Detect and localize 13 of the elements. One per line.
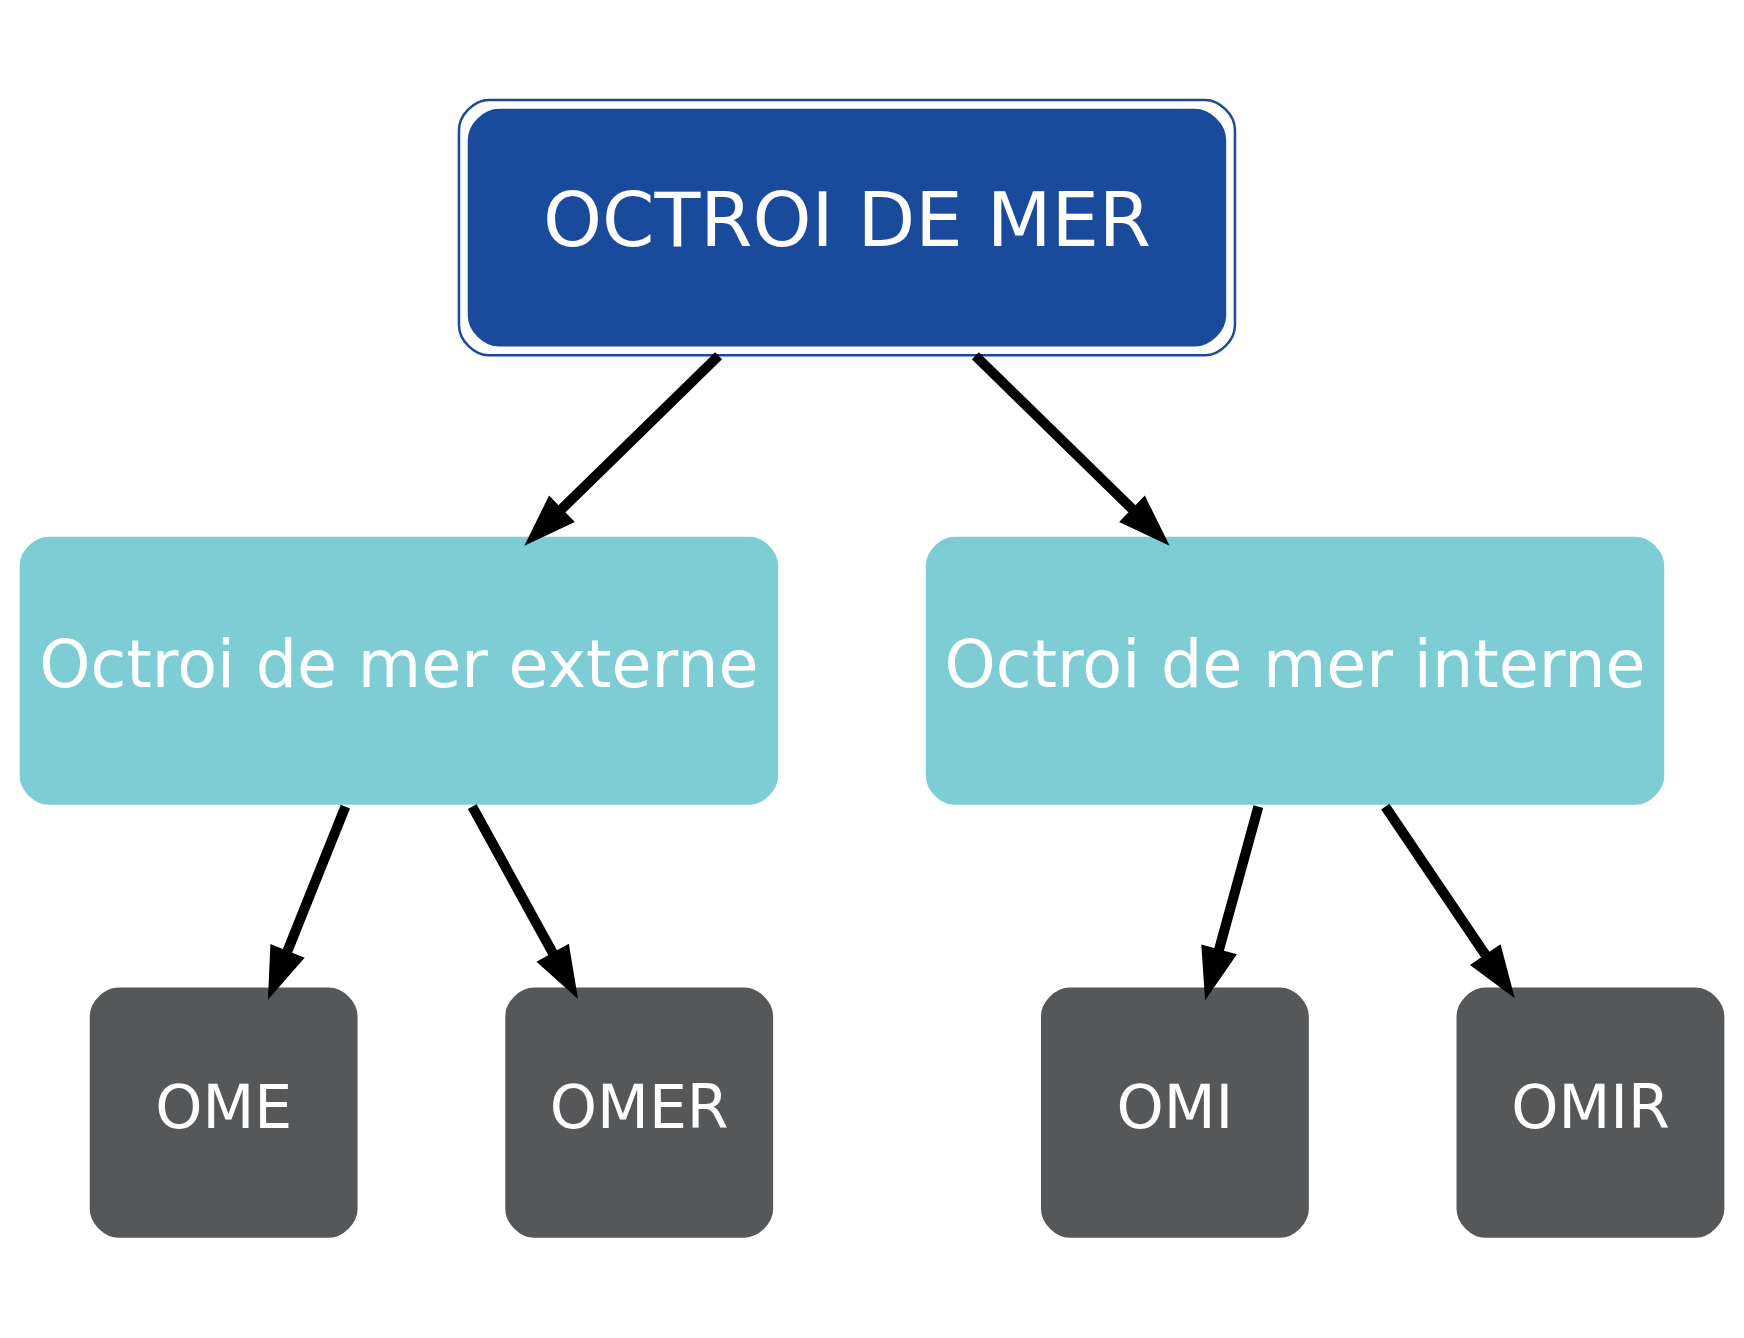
node-box: OCTROI DE MER — [457, 98, 1237, 357]
node-box: OMI — [1038, 984, 1312, 1240]
node-box: Octroi de mer externe — [17, 533, 781, 807]
arrow — [524, 351, 723, 546]
arrow — [467, 803, 579, 999]
arrow — [1201, 804, 1264, 1000]
arrow — [267, 804, 350, 1000]
node-box: OME — [87, 984, 361, 1240]
arrow — [971, 351, 1170, 546]
node-box: OMER — [502, 984, 776, 1240]
node-box: Octroi de mer interne — [923, 533, 1667, 807]
arrow — [1381, 803, 1515, 998]
node-box: OMIR — [1454, 984, 1727, 1240]
